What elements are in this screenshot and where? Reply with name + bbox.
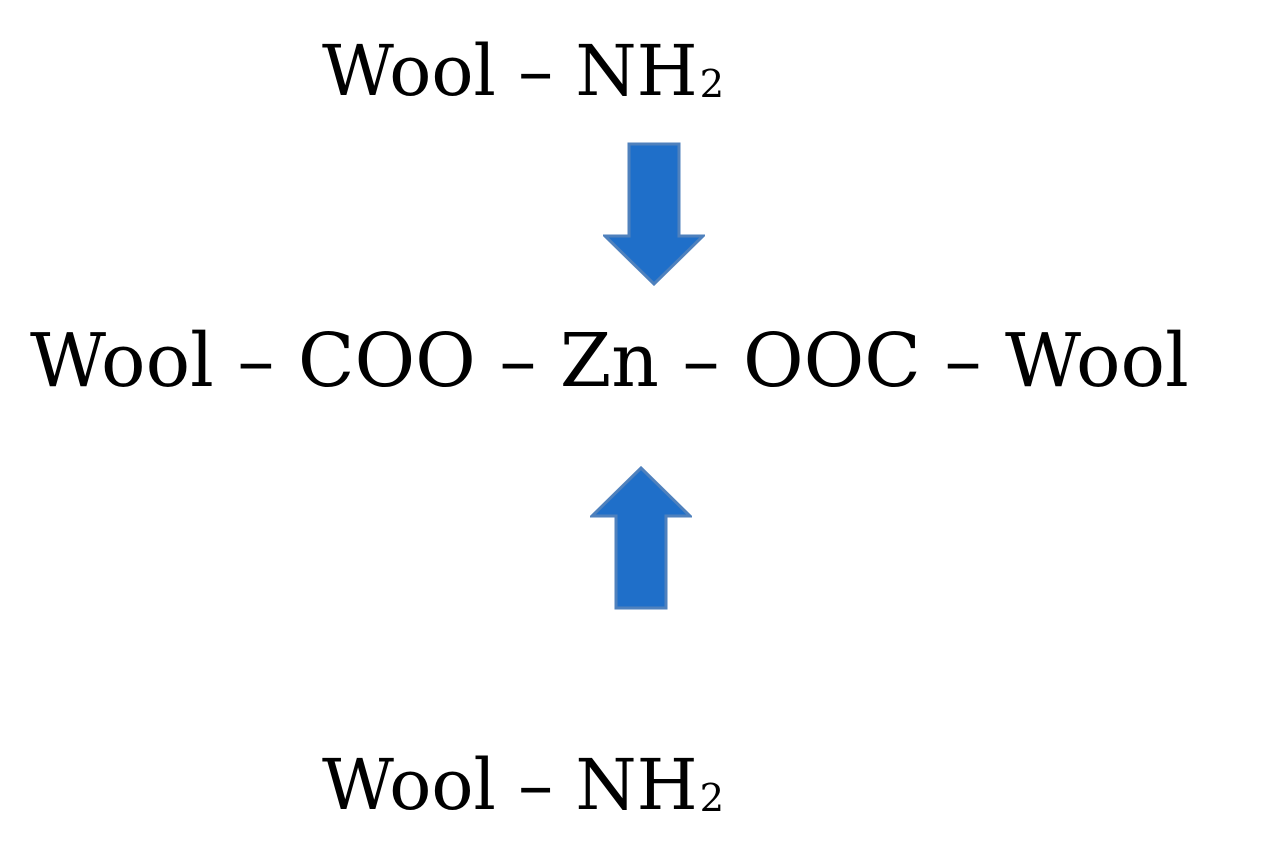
zinc-bridge-formula: Wool – COO – Zn – OOC – Wool	[30, 324, 1189, 398]
top-formula-main: Wool – NH	[322, 30, 698, 112]
bottom-formula: Wool – NH2	[322, 750, 724, 820]
top-formula: Wool – NH2	[322, 36, 724, 106]
arrow-up-icon	[590, 466, 692, 610]
top-formula-subscript: 2	[699, 61, 725, 107]
bottom-formula-subscript: 2	[699, 775, 725, 821]
arrow-down-icon	[603, 142, 705, 286]
bottom-formula-main: Wool – NH	[322, 744, 698, 826]
center-formula-text: Wool – COO – Zn – OOC – Wool	[30, 318, 1189, 404]
